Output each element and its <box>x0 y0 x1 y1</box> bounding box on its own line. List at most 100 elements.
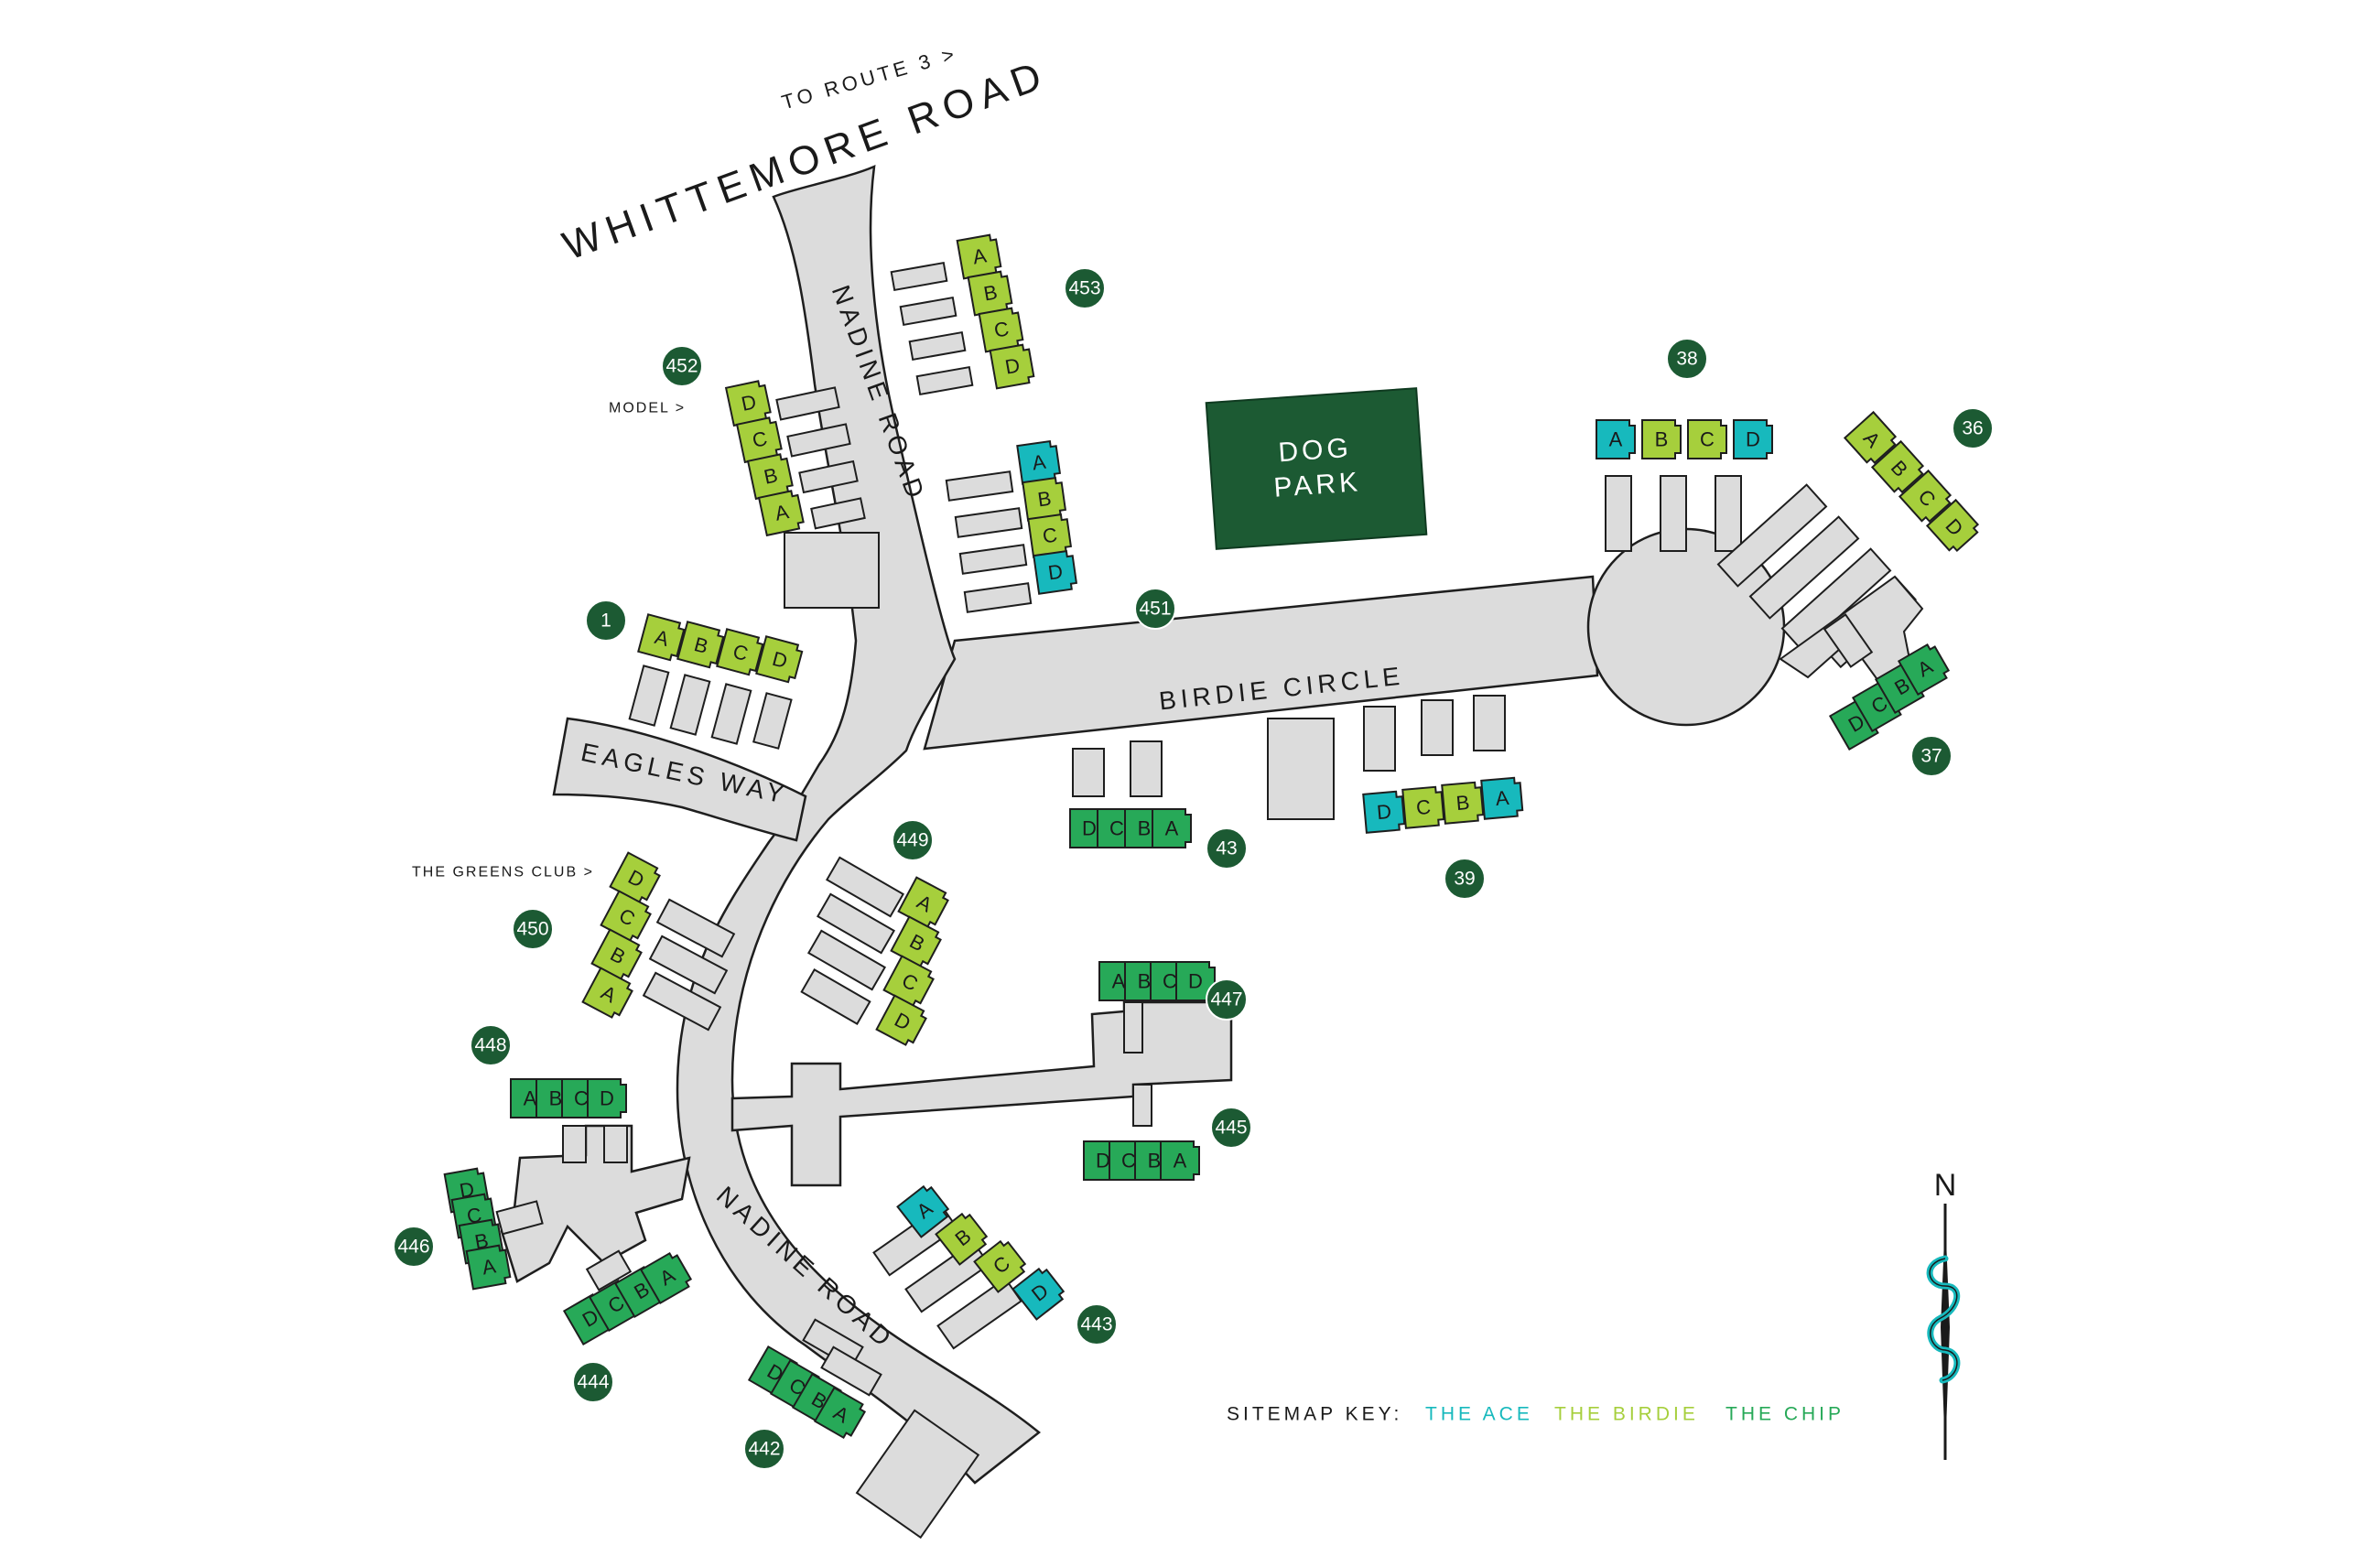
unit-label: D <box>1746 428 1760 451</box>
unit-443-D[interactable]: D <box>1012 1266 1067 1321</box>
unit-443-C[interactable]: C <box>973 1238 1029 1293</box>
unit-450-A[interactable]: A <box>581 967 635 1021</box>
unit-449-C[interactable]: C <box>882 955 936 1009</box>
unit-shape <box>637 613 686 662</box>
building-number-badge: 450 <box>512 908 554 950</box>
building-number-badge: 36 <box>1952 407 1994 449</box>
unit-453-B[interactable]: B <box>967 270 1013 317</box>
unit-443-A[interactable]: A <box>896 1183 952 1238</box>
unit-shape <box>1870 439 1925 494</box>
unit-label: B <box>1148 1150 1162 1172</box>
unit-43-A[interactable]: A <box>1152 808 1192 848</box>
unit-38-A[interactable]: A <box>1596 419 1636 459</box>
unit-36-C[interactable]: C <box>1898 469 1953 524</box>
unit-label: A <box>524 1087 537 1110</box>
driveways <box>495 261 1924 1540</box>
unit-446-A[interactable]: A <box>465 1244 512 1291</box>
unit-39-A[interactable]: A <box>1480 776 1524 820</box>
unit-label: B <box>762 463 780 489</box>
unit-shape <box>989 343 1035 390</box>
unit-36-A[interactable]: A <box>1843 410 1899 466</box>
unit-shape <box>897 876 949 928</box>
unit-36-B[interactable]: B <box>1870 439 1926 495</box>
unit-453-D[interactable]: D <box>989 343 1035 390</box>
building-number-badge: 448 <box>470 1024 512 1066</box>
unit-shape <box>1925 498 1980 553</box>
unit-label: A <box>653 625 672 651</box>
unit-449-A[interactable]: A <box>897 876 951 930</box>
svg-text:453: 453 <box>1068 278 1100 299</box>
unit-450-C[interactable]: C <box>600 890 654 944</box>
unit-451-B[interactable]: B <box>1022 476 1067 522</box>
svg-text:451: 451 <box>1139 599 1171 620</box>
unit-37-A[interactable]: A <box>1897 642 1951 697</box>
unit-label: C <box>1163 970 1177 993</box>
unit-38-B[interactable]: B <box>1641 419 1682 459</box>
legend-ace: THE ACE <box>1425 1404 1533 1425</box>
unit-label: C <box>1109 817 1124 840</box>
unit-shape <box>1898 469 1953 524</box>
compass-needle-icon <box>1926 1204 1961 1460</box>
unit-1-B[interactable]: B <box>676 621 725 669</box>
unit-label: B <box>1036 487 1053 512</box>
unit-label: A <box>1165 817 1179 840</box>
unit-1-D[interactable]: D <box>755 635 804 684</box>
unit-39-C[interactable]: C <box>1401 785 1445 829</box>
unit-443-B[interactable]: B <box>935 1211 990 1266</box>
unit-444-A[interactable]: A <box>639 1250 693 1305</box>
building-number-badge: 446 <box>393 1226 435 1268</box>
unit-451-A[interactable]: A <box>1016 439 1062 485</box>
building-number-badge: 43 <box>1206 827 1248 870</box>
unit-label: C <box>751 427 770 452</box>
unit-39-B[interactable]: B <box>1441 781 1485 825</box>
unit-label: C <box>1700 428 1715 451</box>
unit-447-D[interactable]: D <box>1175 961 1216 1001</box>
svg-text:36: 36 <box>1962 418 1983 439</box>
unit-shape <box>1733 419 1773 459</box>
unit-449-B[interactable]: B <box>890 915 944 969</box>
birdie-circle-road <box>923 575 1599 751</box>
unit-label: B <box>1455 791 1471 815</box>
unit-39-D[interactable]: D <box>1362 790 1406 834</box>
unit-449-D[interactable]: D <box>875 994 929 1048</box>
building-number-badge: 445 <box>1210 1107 1252 1149</box>
unit-452-B[interactable]: B <box>746 453 794 501</box>
unit-label: A <box>971 243 989 268</box>
unit-442-A[interactable]: A <box>813 1386 867 1440</box>
sitemap-key: SITEMAP KEY: THE ACE THE BIRDIE THE CHIP <box>1227 1404 1841 1425</box>
unit-452-A[interactable]: A <box>757 490 805 537</box>
unit-label: A <box>1495 786 1510 810</box>
svg-text:445: 445 <box>1215 1118 1247 1139</box>
unit-448-D[interactable]: D <box>587 1078 627 1118</box>
unit-451-D[interactable]: D <box>1033 549 1078 595</box>
unit-1-A[interactable]: A <box>637 613 686 662</box>
unit-36-D[interactable]: D <box>1925 498 1981 554</box>
unit-38-C[interactable]: C <box>1687 419 1727 459</box>
building-number-badge: 39 <box>1444 858 1486 900</box>
svg-text:450: 450 <box>516 919 548 940</box>
unit-38-D[interactable]: D <box>1733 419 1773 459</box>
unit-label: C <box>992 317 1011 341</box>
unit-445-A[interactable]: A <box>1160 1140 1200 1181</box>
unit-label: B <box>1138 970 1152 993</box>
unit-1-C[interactable]: C <box>716 628 764 676</box>
